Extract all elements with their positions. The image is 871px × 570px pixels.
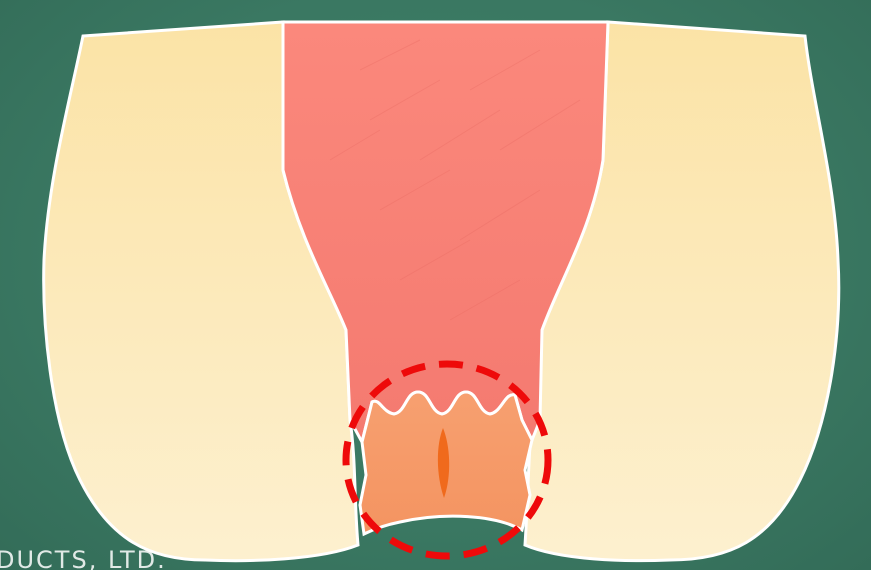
copyright-watermark: DUCTS, LTD. xyxy=(0,546,167,570)
